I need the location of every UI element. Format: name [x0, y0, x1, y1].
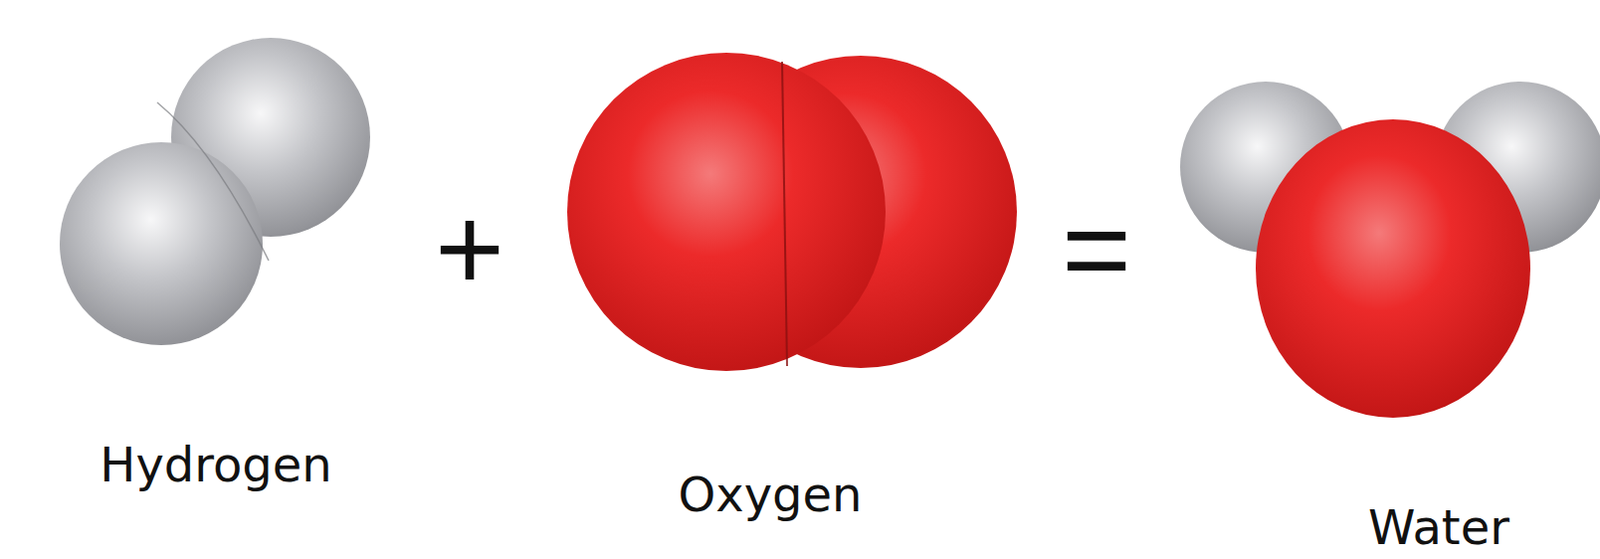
oxygen-atom — [1255, 119, 1531, 418]
oxygen-atom — [567, 52, 886, 372]
equals-sign: = — [1061, 189, 1132, 309]
plus-sign: + — [434, 189, 505, 309]
molecule-name: Hydrogen — [99, 440, 332, 489]
molecule-name: Oxygen — [677, 470, 862, 519]
molecule-name: Water — [1368, 503, 1510, 552]
hydrogen-atom — [59, 142, 263, 346]
bond-seam — [782, 61, 788, 367]
bond-seam — [157, 102, 269, 261]
